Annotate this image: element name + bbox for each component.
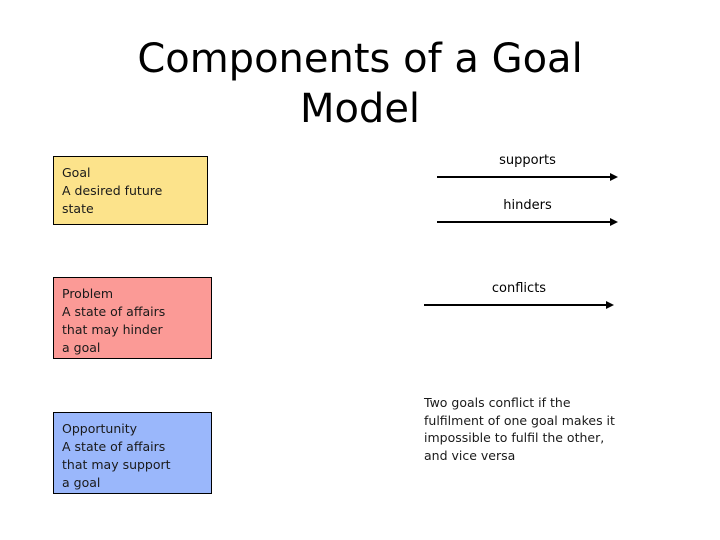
arrow-head [610,218,618,226]
arrow-right-icon [437,218,618,228]
arrow-head [610,173,618,181]
concept-box-opportunity: Opportunity A state of affairs that may … [53,412,212,494]
concept-box-goal: Goal A desired future state [53,156,208,225]
concept-box-problem: Problem A state of affairs that may hind… [53,277,212,359]
relation-label-supports: supports [499,153,556,168]
arrow-shaft [437,176,611,178]
relation-label-hinders: hinders [503,198,552,213]
relation-label-conflicts: conflicts [491,281,547,296]
conflict-definition-note: Two goals conflict if the fulfilment of … [424,395,615,463]
page-title: Components of a Goal Model [137,36,583,132]
arrow-shaft [424,304,607,306]
arrow-shaft [437,221,611,223]
arrow-head [606,301,614,309]
arrow-right-icon [437,173,618,183]
arrow-right-icon [424,301,614,311]
